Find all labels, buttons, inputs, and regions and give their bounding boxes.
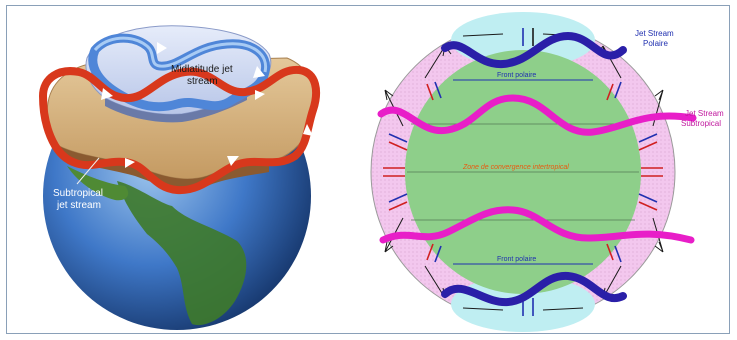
subtropical-jet-bottom <box>379 206 695 244</box>
jet-arrow-icon <box>255 90 265 100</box>
midlatitude-label-line1: Midlatitude jet <box>171 64 233 75</box>
subtropical-jet-stream <box>39 65 320 195</box>
jet-subtropical-label-line2: Subtropical <box>681 119 721 128</box>
jet-polar-label-line2: Polaire <box>643 39 668 48</box>
central-america-land <box>67 166 129 201</box>
midlatitude-jet-highlight <box>93 36 268 73</box>
jet-arrow-icon <box>253 66 265 78</box>
jet-arrow-icon <box>157 42 167 54</box>
polar-jet-top <box>441 31 627 69</box>
globe-jet-stream-illustration: Midlatitude jet stream Subtropical jet s… <box>39 25 320 330</box>
jet-polar-label-line1: Jet Stream <box>635 29 674 38</box>
polar-jet-bottom <box>441 271 627 307</box>
subtropical-label-line1: Subtropical <box>53 188 103 199</box>
polar-cap-edge <box>105 92 247 123</box>
jet-arrow-icon <box>101 88 113 100</box>
subtropical-pointer <box>76 157 100 185</box>
figure-frame: Midlatitude jet stream Subtropical jet s… <box>6 5 730 334</box>
subtropical-jet-top <box>377 94 697 136</box>
jet-subtropical-label-line1: Jet Stream <box>685 109 724 118</box>
itcz-label: Zone de convergence intertropical <box>462 164 569 171</box>
subtropical-label-line2: jet stream <box>56 200 101 211</box>
front-polaire-bottom-label: Front polaire <box>497 256 536 263</box>
wind-arrows <box>383 28 663 316</box>
jet-arrow-icon <box>125 158 135 168</box>
jet-arrow-icon <box>303 124 313 136</box>
front-polaire-top-label: Front polaire <box>497 72 536 79</box>
midlatitude-label-line2: stream <box>187 76 218 87</box>
south-america-land <box>117 181 247 326</box>
jet-arrow-icon <box>227 156 239 166</box>
circulation-schematic: Jet Stream Polaire Jet Stream Subtropica… <box>370 12 724 332</box>
